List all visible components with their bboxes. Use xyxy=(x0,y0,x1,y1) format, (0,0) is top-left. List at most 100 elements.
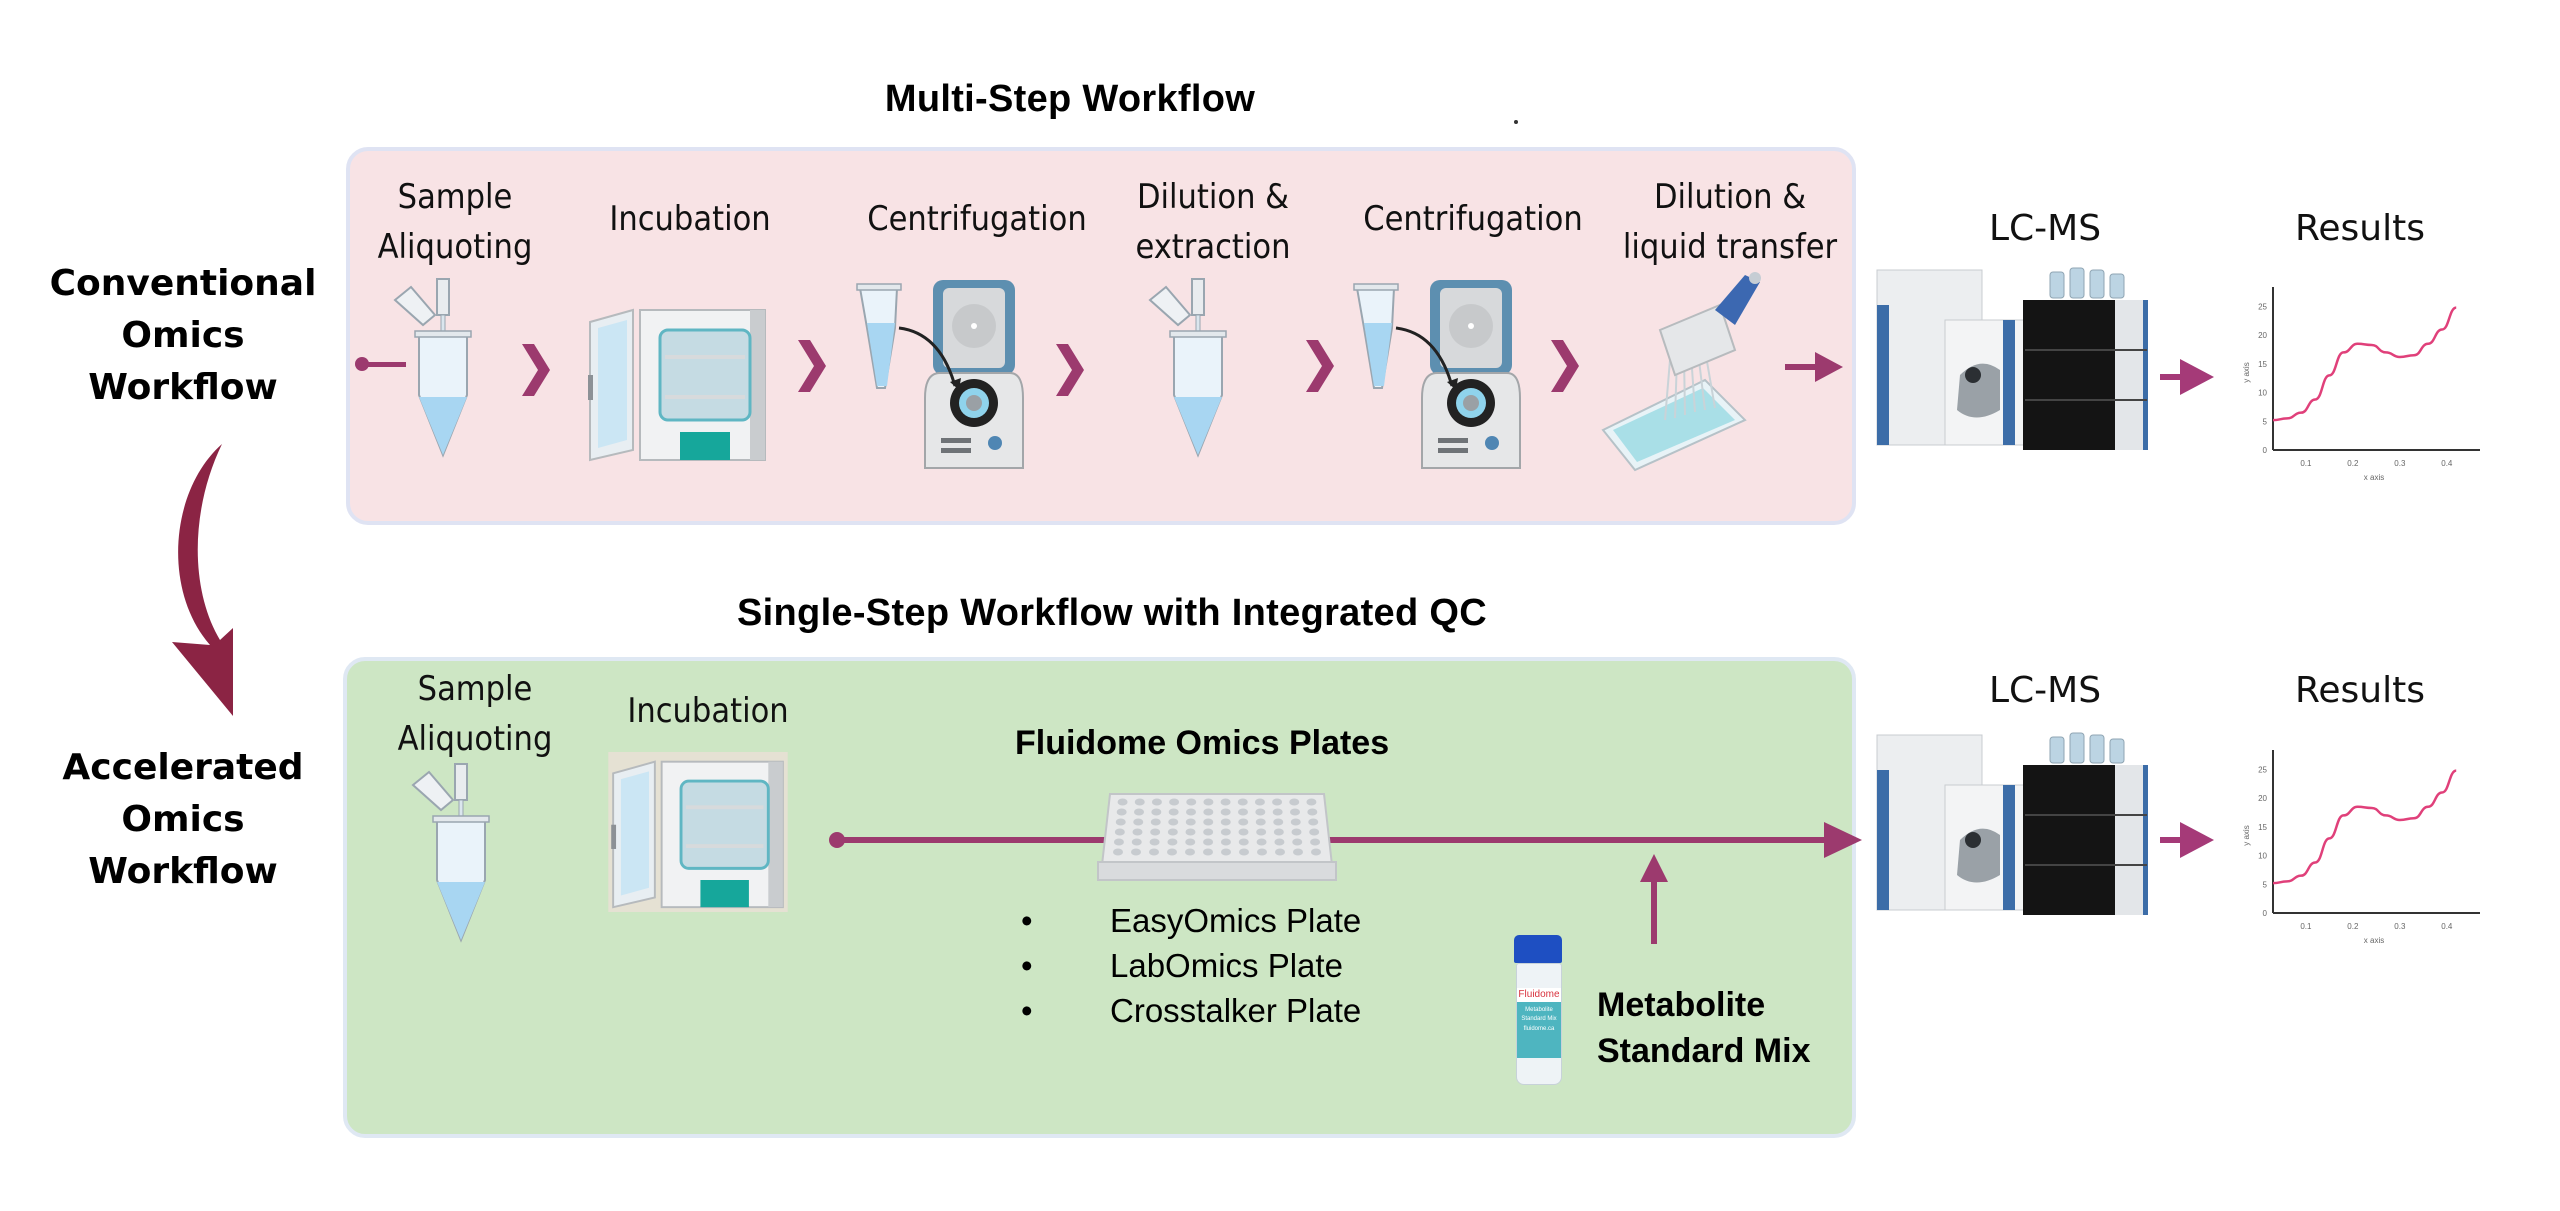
lc-ms-label: LC-MS xyxy=(1988,208,2102,249)
well xyxy=(1150,818,1161,826)
step-label-sample-aliquoting-accelerated: Sample Aliquoting xyxy=(398,664,553,764)
vial-brand: Fluidome xyxy=(1517,988,1561,1002)
well xyxy=(1167,838,1178,846)
step-label-line: Dilution & xyxy=(1653,177,1807,217)
chevron-right-icon xyxy=(1551,340,1579,392)
multi-step-title: Multi-Step Workflow xyxy=(884,78,1256,120)
step-label-incubation-accelerated: Incubation xyxy=(627,686,788,736)
curved-arrow-down-icon xyxy=(172,444,233,716)
well xyxy=(1185,838,1196,846)
well xyxy=(1149,838,1160,846)
label-line: Accelerated xyxy=(62,747,304,788)
plate-item: • LabOmics Plate xyxy=(1015,943,1361,988)
well xyxy=(1167,828,1178,836)
well xyxy=(1131,838,1142,846)
chevron-right-icon xyxy=(798,340,826,392)
well xyxy=(1238,808,1248,816)
well xyxy=(1257,848,1267,856)
well xyxy=(1113,848,1123,856)
well xyxy=(1186,808,1196,816)
step-label-line: Incubation xyxy=(627,691,789,731)
y-axis-label: y axis xyxy=(2242,825,2251,845)
arrow-right-icon xyxy=(1785,352,1843,382)
x-tick-label: 0.4 xyxy=(2441,459,2453,468)
well xyxy=(1185,848,1195,856)
y-tick-label: 5 xyxy=(2263,417,2268,426)
plate-name: LabOmics Plate xyxy=(1110,947,1343,984)
well xyxy=(1149,848,1159,856)
x-axis-label: x axis xyxy=(2364,936,2384,945)
y-tick-label: 25 xyxy=(2258,765,2267,774)
metabolite-standard-vial: Fluidome Metabolite Standard Mix fluidom… xyxy=(1510,935,1566,1087)
well xyxy=(1275,848,1285,856)
step-label-line: Sample xyxy=(417,669,533,709)
results-label-bottom: Results xyxy=(2295,670,2425,711)
y-tick-label: 25 xyxy=(2258,302,2267,311)
well xyxy=(1255,818,1266,826)
well xyxy=(1151,808,1162,816)
well xyxy=(1150,828,1161,836)
lc-ms-instrument-icon xyxy=(1876,732,2148,915)
step-label-dilution-liquid-transfer: Dilution & liquid transfer xyxy=(1623,172,1837,272)
x-tick-label: 0.2 xyxy=(2347,922,2359,931)
incubator-icon xyxy=(588,308,766,462)
well xyxy=(1131,848,1141,856)
y-tick-label: 15 xyxy=(2258,360,2267,369)
vial-url: fluidome.ca xyxy=(1523,1026,1555,1032)
well xyxy=(1311,848,1321,856)
well xyxy=(1133,818,1144,826)
well xyxy=(1115,818,1126,826)
well xyxy=(1307,808,1318,816)
tube-pipette-icon xyxy=(411,763,490,943)
x-tick-label: 0.2 xyxy=(2347,459,2359,468)
well xyxy=(1254,798,1265,806)
arrow-right-icon xyxy=(2160,359,2214,395)
well xyxy=(1186,798,1197,806)
well xyxy=(1238,838,1249,846)
accelerated-workflow-panel xyxy=(343,657,1856,1138)
well xyxy=(1134,808,1144,816)
well xyxy=(1185,818,1196,826)
y-axis-label: y axis xyxy=(2242,362,2251,382)
step-label-line: Centrifugation xyxy=(1363,199,1583,239)
well xyxy=(1203,818,1214,826)
lc-ms-label-bottom: LC-MS xyxy=(1988,670,2102,711)
well xyxy=(1238,818,1249,826)
arrow-up-icon xyxy=(1640,854,1668,944)
well xyxy=(1239,848,1249,856)
well xyxy=(1273,818,1284,826)
label-line: Workflow xyxy=(88,851,278,892)
label-line: Workflow xyxy=(88,367,278,408)
y-tick-label: 0 xyxy=(2263,446,2268,455)
well xyxy=(1220,808,1231,816)
well xyxy=(1117,798,1128,806)
step-label-incubation: Incubation xyxy=(609,194,770,244)
metabolite-standard-mix-label: Metabolite Standard Mix xyxy=(1597,982,1810,1074)
well xyxy=(1168,818,1179,826)
plate-item: •Crosstalker Plate xyxy=(1015,988,1361,1033)
well xyxy=(1292,838,1303,846)
well xyxy=(1255,808,1266,816)
well xyxy=(1203,798,1214,806)
well xyxy=(1237,798,1248,806)
well xyxy=(1291,828,1302,836)
well-plate-icon xyxy=(1097,793,1337,881)
step-label-line: Aliquoting xyxy=(377,227,533,267)
well xyxy=(1220,828,1231,836)
chevron-right-icon xyxy=(1056,344,1084,396)
single-step-title: Single-Step Workflow with Integrated QC xyxy=(737,592,1487,634)
vial-cap xyxy=(1514,935,1562,963)
well xyxy=(1310,838,1321,846)
flow-start-marker xyxy=(355,357,406,371)
well xyxy=(1289,798,1300,806)
multichannel-pipette-icon xyxy=(1601,272,1761,472)
plates-list: •EasyOmics Plate •LabOmics Plate •Crosst… xyxy=(1015,898,1361,1033)
label-line: Standard Mix xyxy=(1597,1032,1811,1070)
step-label-dilution-extraction: Dilution & extraction xyxy=(1135,172,1290,272)
well xyxy=(1308,818,1319,826)
well xyxy=(1256,838,1267,846)
bullet: • xyxy=(1021,947,1033,984)
well xyxy=(1290,808,1300,816)
